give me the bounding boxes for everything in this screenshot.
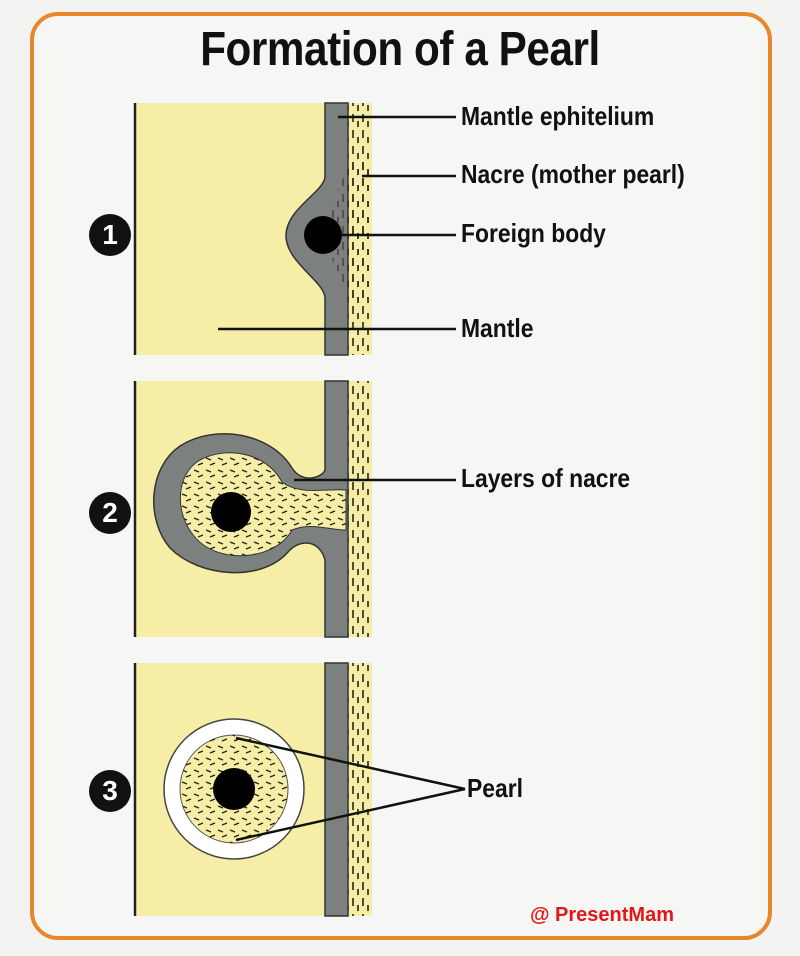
label-mantle: Mantle (461, 313, 534, 343)
label-pearl: Pearl (467, 773, 523, 803)
step-1-badge: 1 (89, 214, 131, 256)
leader-pearl-bottom (235, 787, 466, 842)
label-layers-of-nacre: Layers of nacre (461, 463, 631, 493)
foreign-body-1 (304, 216, 342, 254)
step-2-badge: 2 (89, 492, 131, 534)
label-foreign-body: Foreign body (461, 218, 606, 248)
page-title: Formation of a Pearl (200, 23, 600, 76)
foreign-body-3 (213, 768, 255, 810)
nacre-pocket-1 (328, 160, 372, 300)
panel-2 (133, 380, 456, 638)
panel-3 (133, 662, 466, 917)
nacre-dashes-3 (346, 663, 372, 916)
epithelium-3 (324, 662, 349, 917)
leader-pearl-top (235, 736, 466, 791)
foreign-body-2 (211, 492, 251, 532)
panel-1 (133, 102, 456, 356)
label-nacre: Nacre (mother pearl) (461, 159, 685, 189)
label-mantle-epithelium: Mantle ephitelium (461, 101, 655, 131)
nacre-sac-swirl-2 (180, 452, 346, 556)
credit-watermark: @ PresentMam (530, 904, 674, 926)
nacre-dashes-2 (346, 381, 372, 637)
step-3-badge: 3 (89, 770, 131, 812)
